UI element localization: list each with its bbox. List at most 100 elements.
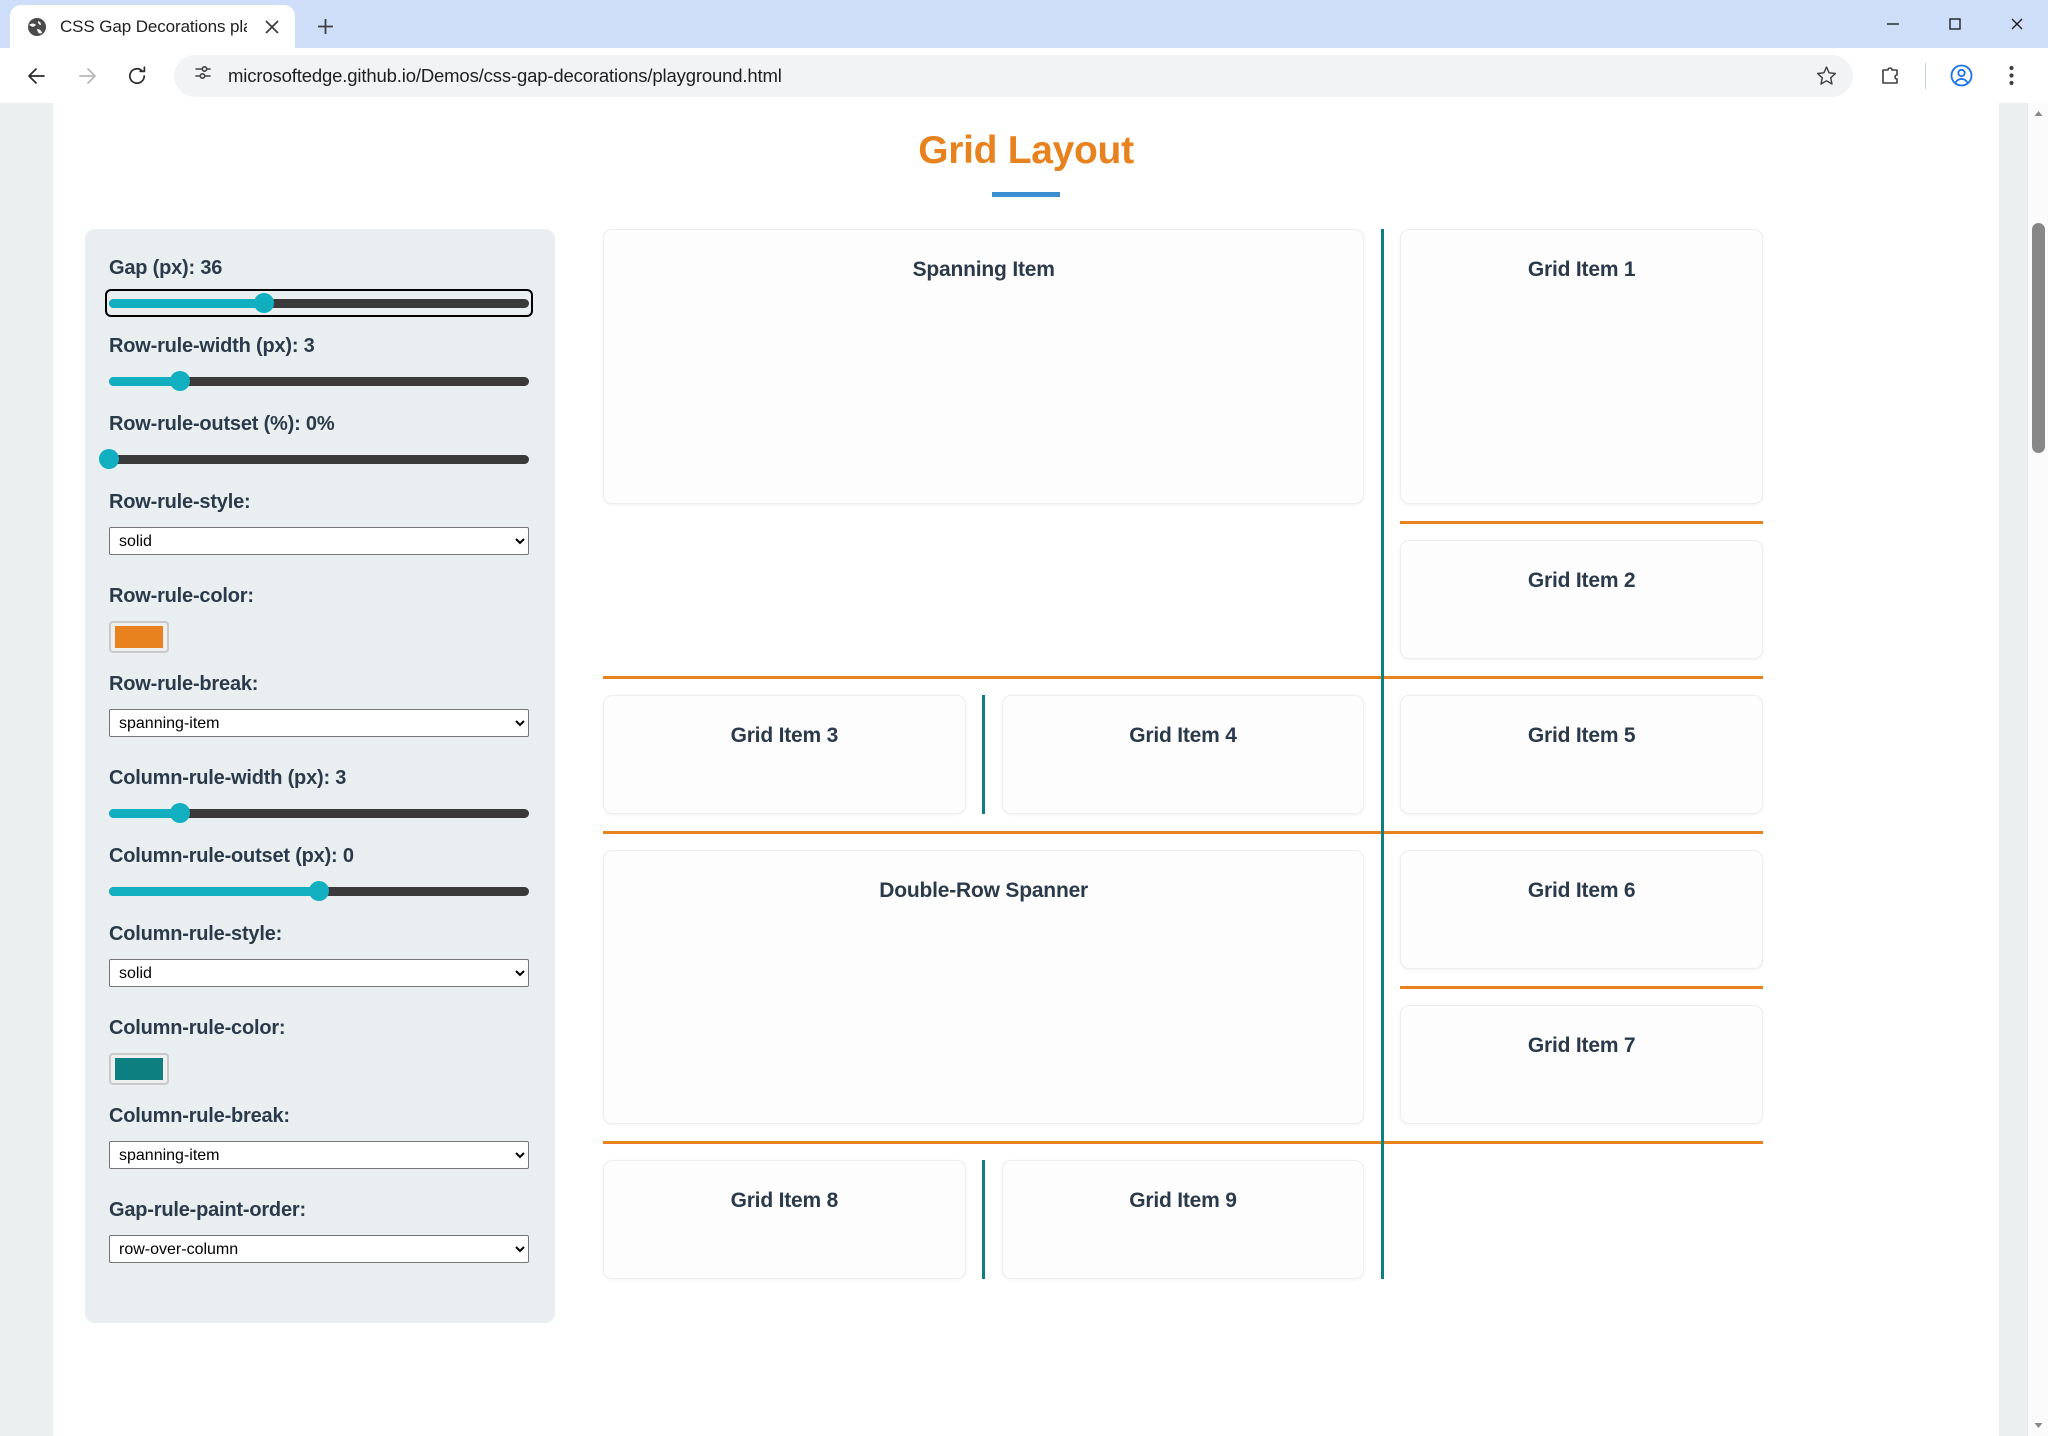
control-row-rule-break: Row-rule-break: nonespanning-itemintersec… xyxy=(109,673,529,757)
grid-cell: Grid Item 1 xyxy=(1400,229,1763,504)
grid-cell: Grid Item 5 xyxy=(1400,695,1763,814)
address-bar[interactable]: microsoftedge.github.io/Demos/css-gap-de… xyxy=(174,54,1853,97)
grid-cell-label: Grid Item 5 xyxy=(1527,724,1636,747)
control-column-rule-color: Column-rule-color: xyxy=(109,1017,529,1085)
star-icon[interactable] xyxy=(1807,57,1845,95)
color-swatch-fill xyxy=(115,626,163,648)
select-gap-rule-paint-order[interactable]: row-over-columncolumn-over-row xyxy=(109,1235,529,1263)
row-rule xyxy=(603,675,1763,679)
demo-grid: Spanning Item Grid Item 1 Grid Item 2 Grid … xyxy=(603,229,1763,1279)
control-column-rule-width: Column-rule-width (px): 3 xyxy=(109,767,529,823)
control-label-row-rule-break: Row-rule-break: xyxy=(109,673,259,695)
controls-panel: Gap (px): 36 Row-rule-width (px): 3 Row-ru… xyxy=(85,229,555,1323)
scroll-down-arrow[interactable] xyxy=(2028,1415,2048,1436)
close-icon[interactable] xyxy=(259,14,285,40)
tab-title: CSS Gap Decorations playground xyxy=(60,16,247,36)
control-row-rule-width: Row-rule-width (px): 3 xyxy=(109,335,529,391)
tab-strip: CSS Gap Decorations playground xyxy=(0,0,2048,48)
control-gap: Gap (px): 36 xyxy=(105,257,533,317)
puzzle-icon[interactable] xyxy=(1867,53,1913,99)
color-swatch-row-rule-color[interactable] xyxy=(109,621,169,653)
forward-button[interactable] xyxy=(64,53,110,99)
toolbar-divider xyxy=(1925,62,1926,89)
slider-fill xyxy=(109,886,319,896)
color-swatch-column-rule-color[interactable] xyxy=(109,1053,169,1085)
grid-cell-label: Double-Row Spanner xyxy=(879,879,1089,902)
slider-column-rule-width[interactable] xyxy=(109,803,529,823)
color-swatch-fill xyxy=(115,1058,163,1080)
grid-cell-label: Grid Item 8 xyxy=(730,1189,839,1212)
slider-track xyxy=(109,454,529,464)
account-avatar-icon[interactable] xyxy=(1938,53,1984,99)
grid-cell-label: Grid Item 1 xyxy=(1527,258,1636,281)
control-label-column-rule-color: Column-rule-color: xyxy=(109,1017,286,1039)
scrollbar-thumb[interactable] xyxy=(2032,223,2045,453)
select-column-rule-break[interactable]: nonespanning-itemintersection xyxy=(109,1141,529,1169)
slider-fill xyxy=(109,376,181,386)
slider-row-rule-outset[interactable] xyxy=(99,449,529,469)
select-row-rule-style[interactable]: nonesoliddasheddotteddoublegrooveridgein… xyxy=(109,527,529,555)
vertical-scrollbar[interactable] xyxy=(2027,103,2048,1436)
grid-cell-label: Grid Item 9 xyxy=(1129,1189,1237,1212)
grid-cell-label: Grid Item 2 xyxy=(1527,569,1636,592)
slider-thumb[interactable] xyxy=(170,803,191,823)
grid-cell: Grid Item 7 xyxy=(1400,1005,1763,1124)
control-label-gap: Gap (px): 36 xyxy=(109,257,223,279)
column-rule xyxy=(1380,229,1384,1279)
new-tab-button[interactable] xyxy=(305,6,345,46)
url-text[interactable]: microsoftedge.github.io/Demos/css-gap-de… xyxy=(228,64,782,86)
row-rule xyxy=(1400,985,1763,989)
select-column-rule-style[interactable]: nonesoliddasheddotteddoublegrooveridgein… xyxy=(109,959,529,987)
grid-demo: Spanning Item Grid Item 1 Grid Item 2 Grid … xyxy=(603,229,1979,1279)
row-rule xyxy=(1400,520,1763,524)
grid-cell: Grid Item 3 xyxy=(603,695,966,814)
three-dot-menu-icon[interactable] xyxy=(1988,53,2034,99)
reload-button[interactable] xyxy=(114,53,160,99)
grid-cell-label: Spanning Item xyxy=(912,258,1055,281)
control-row-rule-color: Row-rule-color: xyxy=(109,585,529,653)
control-label-column-rule-outset: Column-rule-outset (px): 0 xyxy=(109,845,354,867)
grid-cell-label: Grid Item 7 xyxy=(1527,1034,1636,1057)
select-row-rule-break[interactable]: nonespanning-itemintersection xyxy=(109,709,529,737)
grid-cell: Double-Row Spanner xyxy=(603,850,1365,1124)
control-label-column-rule-width: Column-rule-width (px): 3 xyxy=(109,767,347,789)
slider-track xyxy=(109,298,529,308)
slider-track xyxy=(109,376,529,386)
control-column-rule-break: Column-rule-break:nonespanning-iteminter… xyxy=(109,1105,529,1189)
slider-thumb[interactable] xyxy=(170,371,191,391)
row-rule xyxy=(603,1140,1763,1144)
row-rule xyxy=(603,830,1763,834)
slider-thumb[interactable] xyxy=(254,293,275,313)
slider-fill xyxy=(109,808,181,818)
grid-cell: Grid Item 2 xyxy=(1400,540,1763,659)
slider-row-rule-width[interactable] xyxy=(109,371,529,391)
control-label-row-rule-width: Row-rule-width (px): 3 xyxy=(109,335,315,357)
slider-thumb[interactable] xyxy=(309,881,329,901)
slider-column-rule-outset[interactable] xyxy=(109,881,529,901)
control-column-rule-outset: Column-rule-outset (px): 0 xyxy=(109,845,529,901)
permissions-icon[interactable] xyxy=(192,62,214,89)
close-window-button[interactable] xyxy=(1986,0,2048,48)
grid-cell: Grid Item 8 xyxy=(603,1160,966,1279)
control-row-rule-outset: Row-rule-outset (%): 0% xyxy=(99,413,529,469)
browser-tab[interactable]: CSS Gap Decorations playground xyxy=(10,5,295,48)
slider-gap[interactable] xyxy=(105,289,533,317)
page-layout: Gap (px): 36 Row-rule-width (px): 3 Row-ru… xyxy=(53,197,1999,1323)
slider-thumb[interactable] xyxy=(99,449,119,469)
maximize-button[interactable] xyxy=(1924,0,1986,48)
control-row-rule-style: Row-rule-style: nonesoliddasheddotteddoub… xyxy=(109,491,529,575)
control-label-column-rule-style: Column-rule-style: xyxy=(109,923,283,945)
grid-cell: Grid Item 9 xyxy=(1001,1160,1365,1279)
slider-fill xyxy=(109,298,265,308)
control-label-row-rule-color: Row-rule-color: xyxy=(109,585,254,607)
page-viewport: Grid Layout Gap (px): 36 Row-rule-width (… xyxy=(0,103,2048,1436)
control-label-row-rule-style: Row-rule-style: xyxy=(109,491,251,513)
back-button[interactable] xyxy=(14,53,60,99)
grid-cell-label: Grid Item 4 xyxy=(1129,724,1237,747)
control-column-rule-style: Column-rule-style: nonesoliddasheddottedd… xyxy=(109,923,529,1007)
page-title: Grid Layout xyxy=(918,129,1134,172)
scroll-up-arrow[interactable] xyxy=(2028,103,2048,124)
globe-icon xyxy=(26,16,48,38)
minimize-button[interactable] xyxy=(1862,0,1924,48)
